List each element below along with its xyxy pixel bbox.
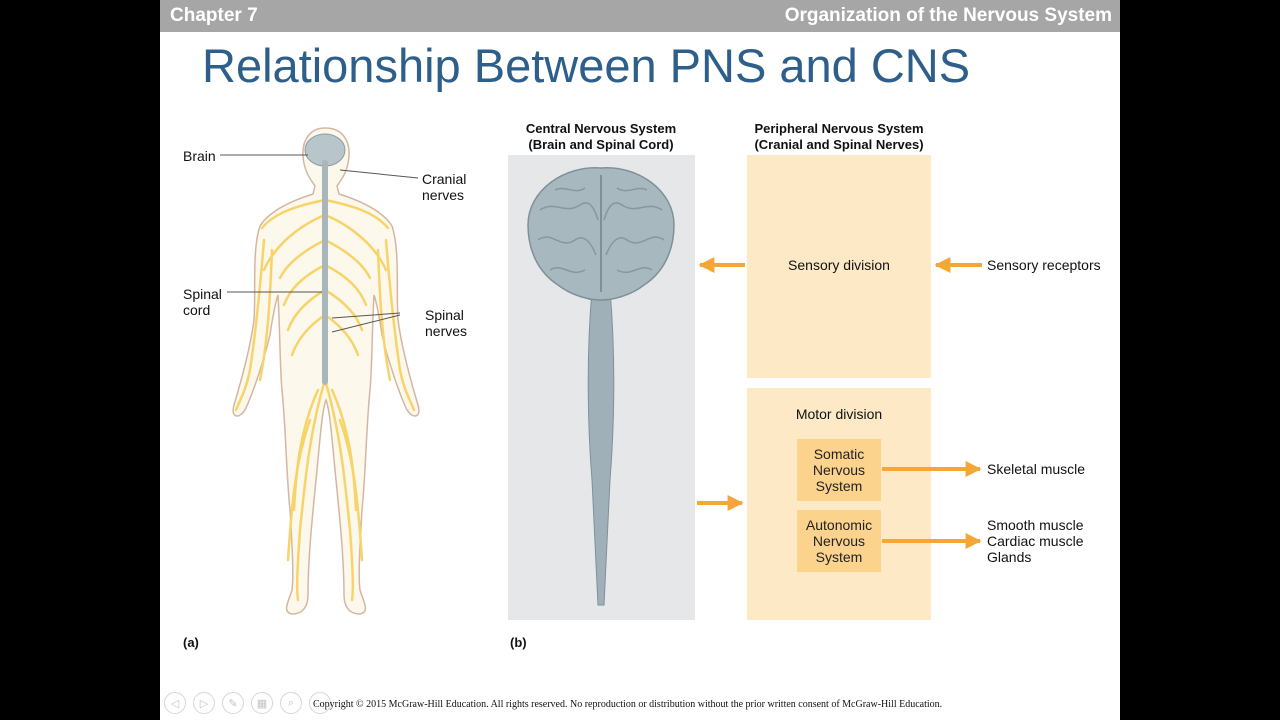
cardiac-muscle-label: Cardiac muscle (987, 533, 1084, 549)
spinal-cord-label: Spinal cord (183, 286, 222, 318)
pns-header-line-2: (Cranial and Spinal Nerves) (754, 137, 924, 152)
header-bar: Chapter 7 Organization of the Nervous Sy… (160, 0, 1120, 32)
chapter-label: Chapter 7 (170, 5, 258, 26)
more-icon[interactable]: ⋯ (309, 692, 331, 714)
pns-header: Peripheral Nervous System (Cranial and S… (724, 121, 954, 153)
pen-icon[interactable]: ✎ (222, 692, 244, 714)
cns-header-line-1: Central Nervous System (525, 121, 677, 136)
panel-b-label: (b) (510, 635, 527, 650)
slideshow-controls: ◁ ▷ ✎ ▦ ⌕ ⋯ (164, 692, 331, 714)
autonomic-line-1: Autonomic (805, 517, 873, 533)
figure-illustration (220, 127, 982, 615)
spinal-cord-line-2: cord (183, 302, 211, 318)
section-title: Organization of the Nervous System (784, 5, 1112, 26)
zoom-icon[interactable]: ⌕ (280, 692, 302, 714)
autonomic-line-2: Nervous (812, 533, 866, 549)
skeletal-muscle-label: Skeletal muscle (987, 461, 1086, 477)
glands-label: Glands (987, 549, 1032, 565)
copyright-notice: Copyright © 2015 McGraw-Hill Education. … (313, 699, 943, 710)
cranial-nerves-line-1: Cranial (422, 171, 467, 187)
slide: Chapter 7 Organization of the Nervous Sy… (160, 0, 1120, 720)
spinal-cord-line-1: Spinal (183, 286, 222, 302)
motor-division-label: Motor division (795, 406, 883, 422)
somatic-nervous-system-box: Somatic Nervous System (797, 439, 881, 501)
somatic-line-3: System (815, 478, 863, 494)
next-icon[interactable]: ▷ (193, 692, 215, 714)
human-body-figure (232, 127, 420, 615)
smooth-muscle-label: Smooth muscle (987, 517, 1084, 533)
brain-spinal-cord-illustration (527, 167, 675, 606)
brain-label: Brain (183, 148, 216, 164)
autonomic-line-3: System (815, 549, 863, 565)
somatic-line-2: Nervous (812, 462, 866, 478)
sensory-division-box: Sensory division (747, 155, 931, 378)
cranial-nerves-line-2: nerves (422, 187, 465, 203)
cranial-nerves-label: Cranial nerves (422, 171, 466, 203)
cns-header: Central Nervous System (Brain and Spinal… (490, 121, 712, 153)
spinal-nerves-line-2: nerves (425, 323, 468, 339)
spinal-nerves-line-1: Spinal (425, 307, 464, 323)
motor-division-box: Motor division Somatic Nervous System Au… (747, 388, 931, 620)
autonomic-nervous-system-box: Autonomic Nervous System (797, 510, 881, 572)
pns-header-line-1: Peripheral Nervous System (754, 121, 924, 136)
spinal-nerves-label: Spinal nerves (425, 307, 467, 339)
autonomic-targets-label: Smooth muscle Cardiac muscle Glands (987, 517, 1083, 565)
slides-icon[interactable]: ▦ (251, 692, 273, 714)
panel-a-label: (a) (183, 635, 199, 650)
previous-icon[interactable]: ◁ (164, 692, 186, 714)
cns-header-line-2: (Brain and Spinal Cord) (528, 137, 674, 152)
slide-title: Relationship Between PNS and CNS (202, 39, 971, 92)
sensory-receptors-label: Sensory receptors (987, 257, 1101, 273)
sensory-division-label: Sensory division (788, 257, 890, 273)
somatic-line-1: Somatic (813, 446, 865, 462)
